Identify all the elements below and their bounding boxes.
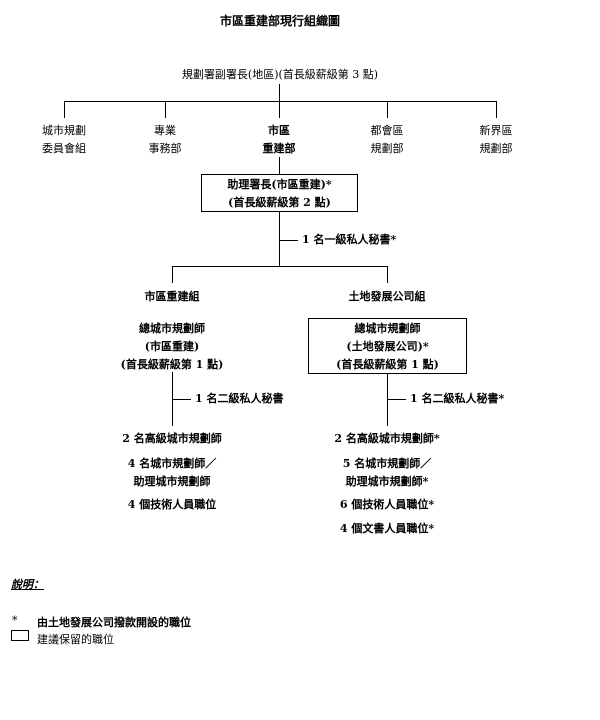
legend-box-text: 建議保留的職位 (37, 633, 114, 646)
unit-urban-renewal: 市區重建組 (144, 290, 200, 303)
unit-urban-renewal-head: 總城市規劃師 (市區重建) (首長級薪級第 1 點) (120, 322, 224, 371)
chart-title: 市區重建部現行組織圖 (219, 14, 340, 28)
unit-urban-renewal-staff-3: 4 個技術人員職位 (127, 498, 217, 511)
legend-asterisk-symbol: * (12, 614, 18, 627)
branch-nt-planning: 新界區規劃部 (479, 124, 513, 155)
unit-land-development-head: 總城市規劃師 (土地發展公司)* (首長級薪級第 1 點) (336, 322, 439, 371)
unit-land-development-staff-1: 2 名高級城市規劃師* (334, 432, 440, 445)
ad-secretary: 1 名一級私人秘書* (302, 233, 397, 246)
legend-title: 說明： (11, 578, 44, 591)
top-official: 規劃署副署長(地區)(首長級薪級第 3 點) (181, 68, 379, 81)
unit-land-development: 土地發展公司組 (348, 290, 426, 303)
unit-urban-renewal-secretary: 1 名二級私人秘書 (195, 392, 284, 405)
branch-professional-services: 專業事務部 (148, 124, 182, 155)
unit-urban-renewal-staff-2: 4 名城市規劃師／助理城市規劃師 (127, 457, 217, 488)
unit-land-development-staff-2: 5 名城市規劃師／助理城市規劃師* (342, 457, 432, 488)
branch-urban-renewal: 市區重建部 (262, 124, 296, 155)
assistant-director-box: 助理署長(市區重建)*(首長級薪級第 2 點) (227, 178, 332, 209)
unit-urban-renewal-staff-1: 2 名高級城市規劃師 (122, 432, 222, 445)
unit-land-development-staff-3: 6 個技術人員職位* (339, 498, 435, 511)
branch-town-planning-board: 城市規劃委員會組 (42, 124, 86, 155)
legend-asterisk-text: 由土地發展公司撥款開設的職位 (37, 616, 191, 629)
unit-land-development-secretary: 1 名二級私人秘書* (410, 392, 505, 405)
unit-land-development-staff-4: 4 個文書人員職位* (339, 522, 435, 535)
branch-metro-planning: 都會區規劃部 (370, 124, 404, 155)
